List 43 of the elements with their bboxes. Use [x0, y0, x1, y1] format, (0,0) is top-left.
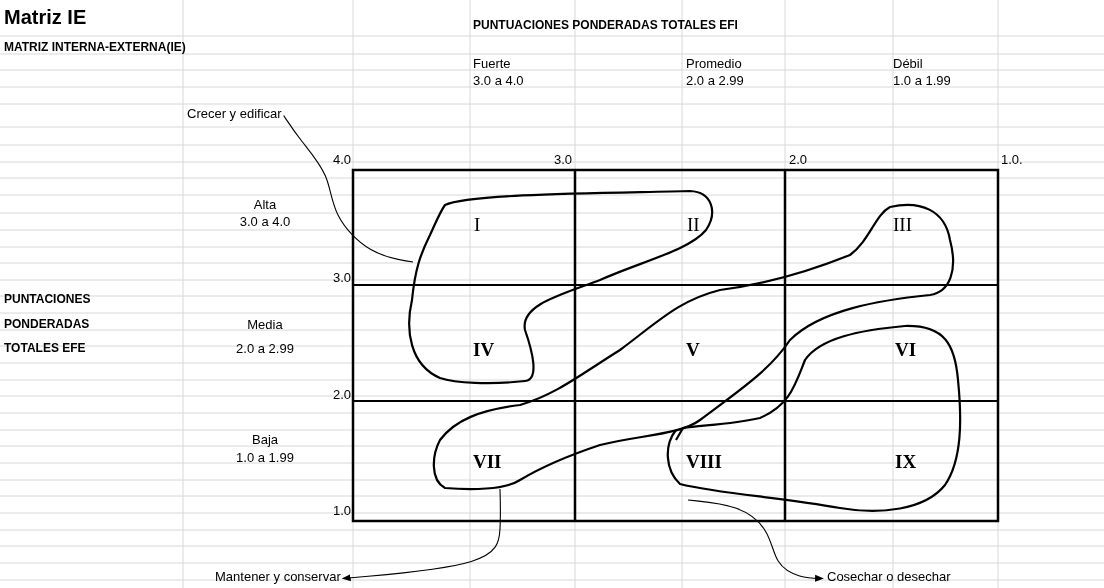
axis-title: PUNTUACIONES PONDERADAS TOTALES EFI: [473, 18, 738, 33]
quadrant-numeral: II: [687, 215, 700, 235]
arrow: [687, 499, 824, 582]
quadrant-numeral: V: [686, 340, 700, 360]
column-heading: Fuerte: [473, 56, 511, 71]
quadrant-numeral: IX: [895, 452, 917, 472]
range-label: 3.0 a 4.0: [473, 73, 524, 88]
row-heading: Baja: [252, 432, 278, 447]
range-label: 2.0 a 2.99: [236, 341, 294, 356]
subtitle: MATRIZ INTERNA-EXTERNA(IE): [4, 40, 186, 55]
column-heading: Débil: [893, 56, 923, 71]
axis-title: TOTALES EFE: [4, 341, 86, 356]
freehand-region-outline: [408, 189, 714, 385]
note-text: Cosechar o desechar: [827, 569, 951, 584]
quadrant-numeral: IV: [473, 340, 495, 360]
quadrant-numeral: VI: [895, 340, 917, 360]
axis-title: PONDERADAS: [4, 317, 90, 332]
axis-tick-label: 3.0: [332, 270, 351, 285]
title: Matriz IE: [4, 6, 87, 28]
axis-tick-label: 2.0: [332, 387, 351, 402]
freehand-region-outline: [666, 324, 962, 512]
row-heading: Alta: [253, 197, 277, 212]
range-label: 3.0 a 4.0: [239, 214, 291, 229]
axis-tick-label: 1.0: [332, 503, 351, 518]
leader-line: [283, 114, 414, 263]
freehand-region-outline: [432, 203, 955, 491]
note-text: Mantener y conservar: [215, 569, 341, 584]
axis-title: PUNTACIONES: [4, 292, 91, 307]
range-label: 1.0 a 1.99: [236, 450, 294, 465]
note-text: Crecer y edificar: [187, 106, 282, 121]
quadrant-numeral: VII: [473, 452, 502, 472]
axis-tick-label: 2.0: [789, 152, 808, 167]
quadrant-numeral: III: [893, 215, 912, 235]
axis-tick-label: 1.0.: [1001, 152, 1023, 167]
axis-tick-label: 3.0: [553, 152, 572, 167]
quadrant-numeral: VIII: [686, 452, 722, 472]
arrow: [341, 488, 501, 582]
range-label: 2.0 a 2.99: [686, 73, 744, 88]
quadrant-numeral: I: [474, 215, 481, 235]
column-heading: Promedio: [686, 56, 742, 71]
row-heading: Media: [247, 317, 283, 332]
axis-tick-label: 4.0: [332, 152, 351, 167]
range-label: 1.0 a 1.99: [893, 73, 951, 88]
